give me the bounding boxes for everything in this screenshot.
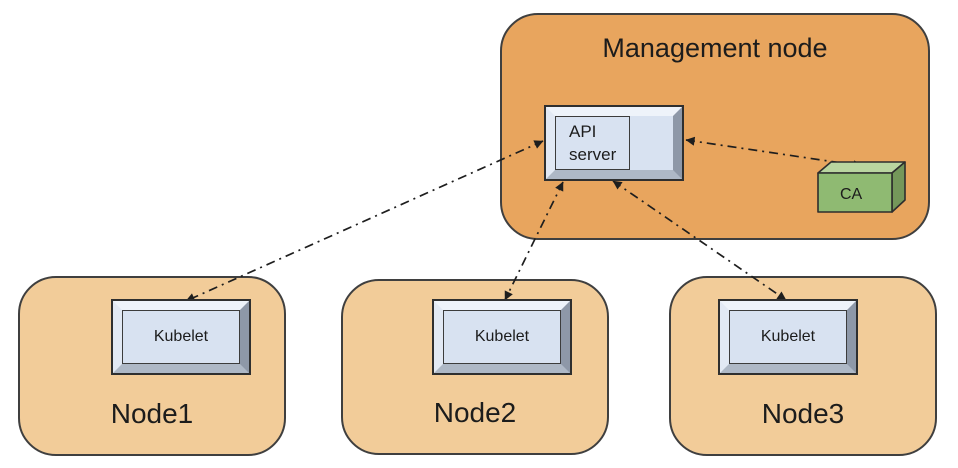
kubelet-label-node1: Kubelet <box>122 310 240 364</box>
kubelet-box-node2: Kubelet <box>432 299 572 375</box>
ca-box-front-face <box>817 172 893 213</box>
kubelet-label-node3: Kubelet <box>729 310 847 364</box>
arrow-api-kubelet2 <box>504 181 564 301</box>
api-server-label: API server <box>555 116 630 170</box>
node1-label: Node1 <box>110 398 194 429</box>
kubelet-box-node1: Kubelet <box>111 299 251 375</box>
ca-box-top-face <box>817 161 906 174</box>
ca-label: CA <box>840 186 863 203</box>
kubelet-box-node3: Kubelet <box>718 299 858 375</box>
node3-label: Node3 <box>761 398 845 429</box>
management-node-label: Management node <box>602 33 828 63</box>
kubelet-label-node2: Kubelet <box>443 310 561 364</box>
api-server-box: API server <box>544 105 684 181</box>
arrow-api-kubelet1 <box>185 140 544 302</box>
node2-label: Node2 <box>433 397 517 428</box>
arrow-api-kubelet3 <box>612 180 787 301</box>
